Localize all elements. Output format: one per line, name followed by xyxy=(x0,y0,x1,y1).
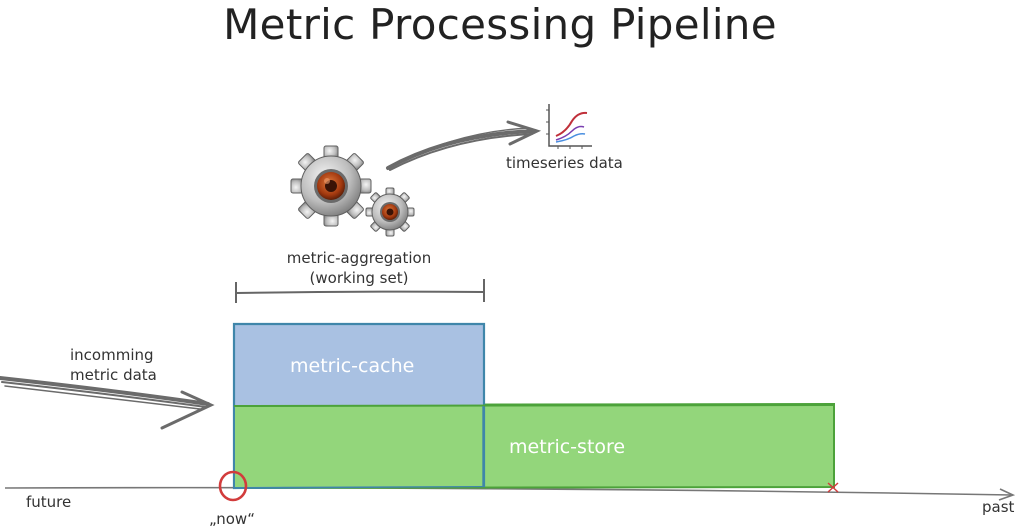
now-marker xyxy=(218,470,248,502)
aggregation-label: metric-aggregation (working set) xyxy=(259,248,459,288)
output-arrow xyxy=(386,120,542,171)
store-end-marker xyxy=(827,482,839,493)
incoming-label-line2: metric data xyxy=(70,366,157,384)
now-label: „now“ xyxy=(209,510,255,528)
working-set-bracket xyxy=(235,279,485,303)
future-label: future xyxy=(26,493,72,511)
timeline-axis xyxy=(4,486,1016,501)
incoming-arrow xyxy=(0,376,215,430)
timeseries-chart-icon xyxy=(546,104,592,149)
page-title: Metric Processing Pipeline xyxy=(223,0,777,49)
metric-cache-label: metric-cache xyxy=(290,355,415,377)
incoming-label: incomming metric data xyxy=(70,345,157,385)
incoming-label-line1: incomming xyxy=(70,346,154,364)
timeseries-label: timeseries data xyxy=(506,154,623,172)
aggregation-label-line1: metric-aggregation xyxy=(286,249,432,267)
past-label: past xyxy=(982,498,1015,516)
aggregation-label-line2: (working set) xyxy=(309,269,409,287)
metric-store-label: metric-store xyxy=(509,436,626,458)
gears-icon xyxy=(290,145,415,237)
